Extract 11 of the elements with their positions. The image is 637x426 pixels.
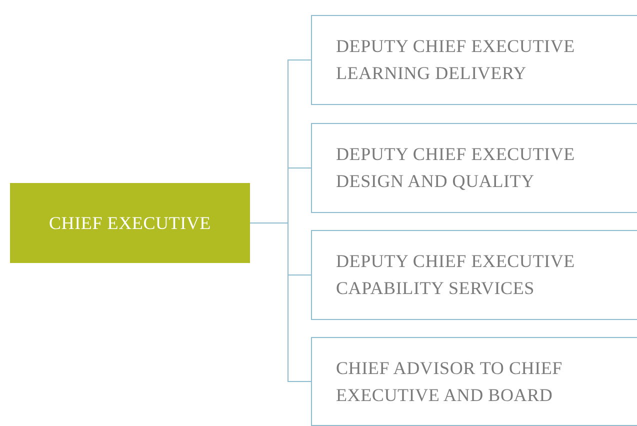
role-box — [311, 15, 637, 105]
role-title: CHIEF ADVISOR TO CHIEF EXECUTIVE AND BOARD — [336, 356, 564, 406]
role-title: DEPUTY CHIEF EXECUTIVE DESIGN AND QUALITY — [336, 143, 576, 193]
executive-box — [10, 183, 250, 263]
role-title: DEPUTY CHIEF EXECUTIVE LEARNING DELIVERY — [336, 35, 576, 85]
role-title: CHIEF EXECUTIVE — [49, 212, 211, 234]
role-box — [311, 230, 637, 320]
role-title: DEPUTY CHIEF EXECUTIVE CAPABILITY SERVICES — [336, 250, 576, 300]
role-box — [311, 123, 637, 213]
role-box — [311, 337, 637, 426]
connector-line — [250, 222, 312, 382]
